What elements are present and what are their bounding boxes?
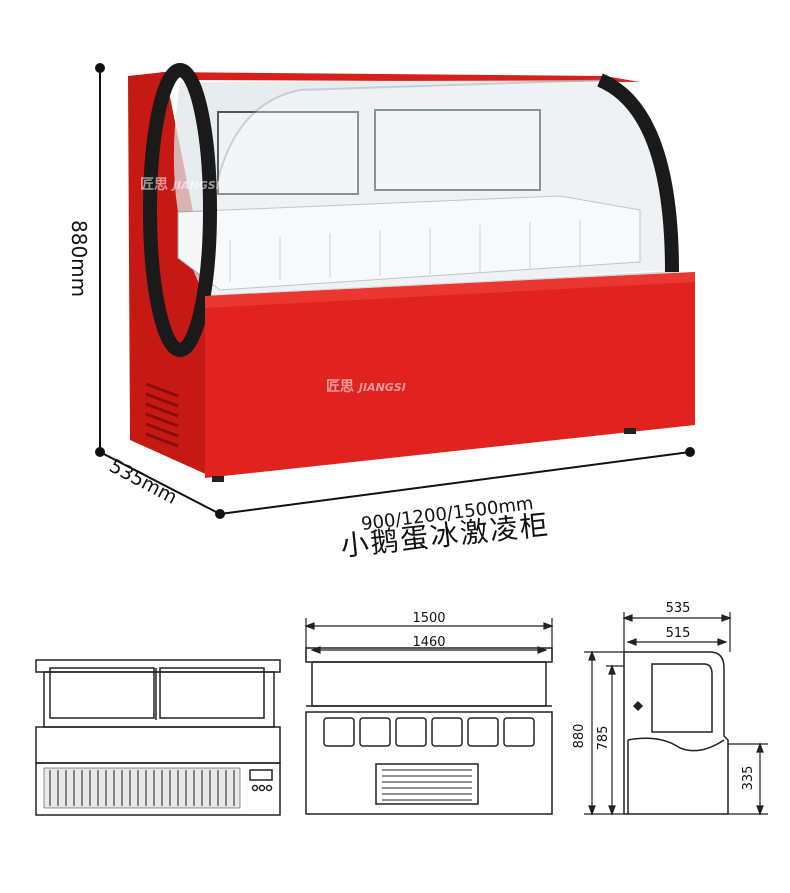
back-window-left — [217, 111, 359, 195]
front-width-outer-dim — [304, 618, 554, 660]
side-depth-outer-dim — [622, 612, 732, 652]
front-width-inner-dim — [310, 646, 548, 654]
front-width-inner: 1460 — [412, 635, 445, 650]
foot-front-left — [212, 476, 224, 482]
width-dimension-line — [219, 447, 695, 515]
side-depth-inner: 515 — [666, 626, 691, 641]
side-height-total: 880 — [572, 724, 587, 749]
height-label: 880mm — [67, 220, 91, 297]
height-dimension-line — [95, 63, 105, 457]
cabinet-photo — [128, 63, 695, 482]
watermark-upper: 匠思 JIANGSI — [140, 174, 220, 194]
right-glass-frame — [597, 73, 679, 273]
side-height-inner-dim — [606, 664, 624, 816]
side-height-base-dim — [728, 742, 768, 816]
side-height-inner: 785 — [596, 726, 611, 751]
rear-view-drawing — [35, 659, 281, 816]
curved-glass-front — [208, 78, 677, 298]
watermark-brand-cn: 匠思 — [326, 379, 354, 395]
side-height-base: 335 — [741, 766, 756, 791]
tray-dividers — [229, 220, 581, 282]
watermark-brand-en: JIANGSI — [172, 179, 220, 192]
side-vent — [145, 382, 179, 448]
back-window-right — [374, 109, 541, 191]
side-view-drawing — [623, 651, 729, 815]
side-depth-outer: 535 — [666, 601, 691, 616]
left-glass-frame — [143, 63, 217, 357]
watermark-middle: 匠思 JIANGSI — [326, 376, 406, 396]
side-depth-inner-dim — [626, 638, 728, 646]
watermark-brand-en: JIANGSI — [358, 381, 406, 394]
side-height-total-dim — [584, 650, 624, 816]
display-tray — [177, 195, 641, 291]
cabinet-front-body — [205, 272, 695, 478]
watermark-brand-cn: 匠思 — [140, 177, 168, 193]
cabinet-front-highlight — [205, 272, 695, 308]
cabinet-top-strip — [160, 72, 640, 82]
foot-front-right — [624, 428, 636, 434]
front-width-outer: 1500 — [412, 611, 445, 626]
depth-label: 535mm — [106, 455, 181, 509]
front-view-drawing — [305, 647, 553, 815]
